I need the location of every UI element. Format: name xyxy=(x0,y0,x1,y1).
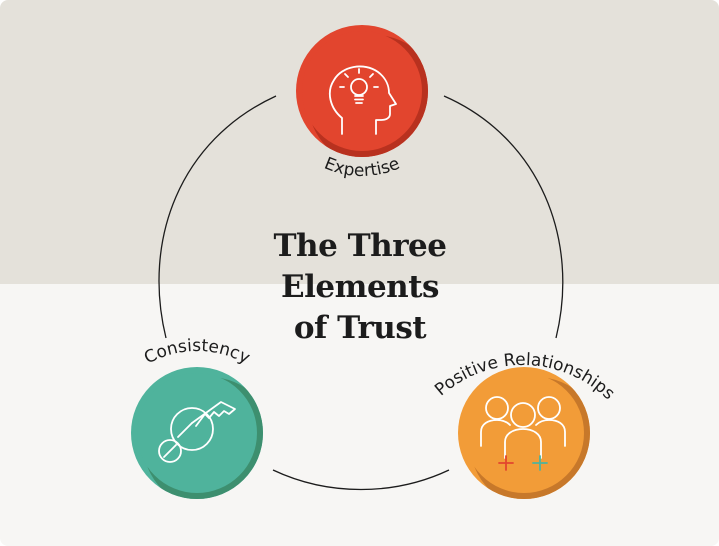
key-icon xyxy=(158,401,236,463)
people-group-icon xyxy=(480,396,566,459)
consistency-node xyxy=(131,367,263,499)
plus-marks xyxy=(498,455,548,471)
title-line-2: Elements xyxy=(281,269,439,305)
ring-arc-top-right xyxy=(443,95,564,339)
head-lightbulb-icon xyxy=(328,65,397,135)
title-line-1: The Three xyxy=(273,228,447,264)
ring-arcs xyxy=(158,95,564,491)
relationships-node xyxy=(458,367,590,499)
ring-arc-bottom xyxy=(272,469,450,491)
title-line-3: of Trust xyxy=(293,310,427,346)
ring-arc-top-left xyxy=(158,95,277,339)
expertise-label: Expertise xyxy=(321,154,402,181)
expertise-node xyxy=(296,25,428,157)
diagram-title: The Three Elements of Trust xyxy=(210,226,510,349)
